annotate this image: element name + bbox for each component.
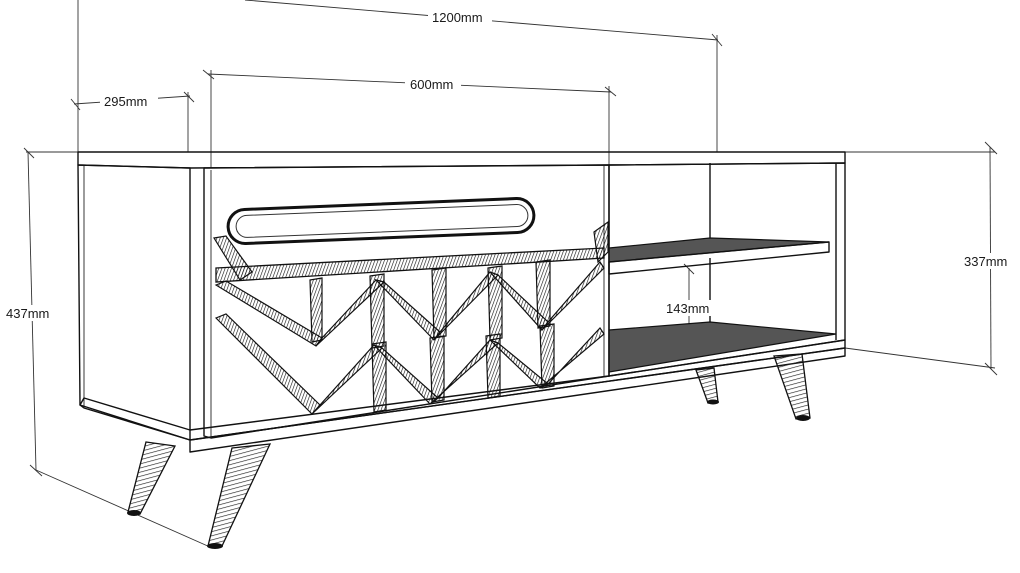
label-total-height: 437mm xyxy=(6,306,49,321)
cabinet-body xyxy=(77,151,846,453)
dimension-lines xyxy=(23,0,998,548)
leg-front-center xyxy=(207,443,272,547)
label-shelf-spacing: 143mm xyxy=(666,301,709,316)
leg-back-middle xyxy=(695,367,719,404)
dimension-labels: 1200mm 600mm 295mm 437mm 337mm 143mm xyxy=(4,9,1018,321)
label-overall-width: 1200mm xyxy=(432,10,483,25)
label-depth: 295mm xyxy=(104,94,147,109)
base-panel xyxy=(79,339,846,441)
legs xyxy=(127,353,811,549)
label-door-width: 600mm xyxy=(410,77,453,92)
label-body-height: 337mm xyxy=(964,254,1007,269)
chevron-lattice xyxy=(213,220,609,415)
handle-slot xyxy=(226,197,536,245)
left-side-panel xyxy=(77,164,191,441)
door-panel xyxy=(203,164,610,439)
leg-front-right xyxy=(773,353,811,420)
cabinet-door xyxy=(203,164,610,439)
door-rail xyxy=(215,247,605,283)
leg-front-left xyxy=(127,441,176,515)
